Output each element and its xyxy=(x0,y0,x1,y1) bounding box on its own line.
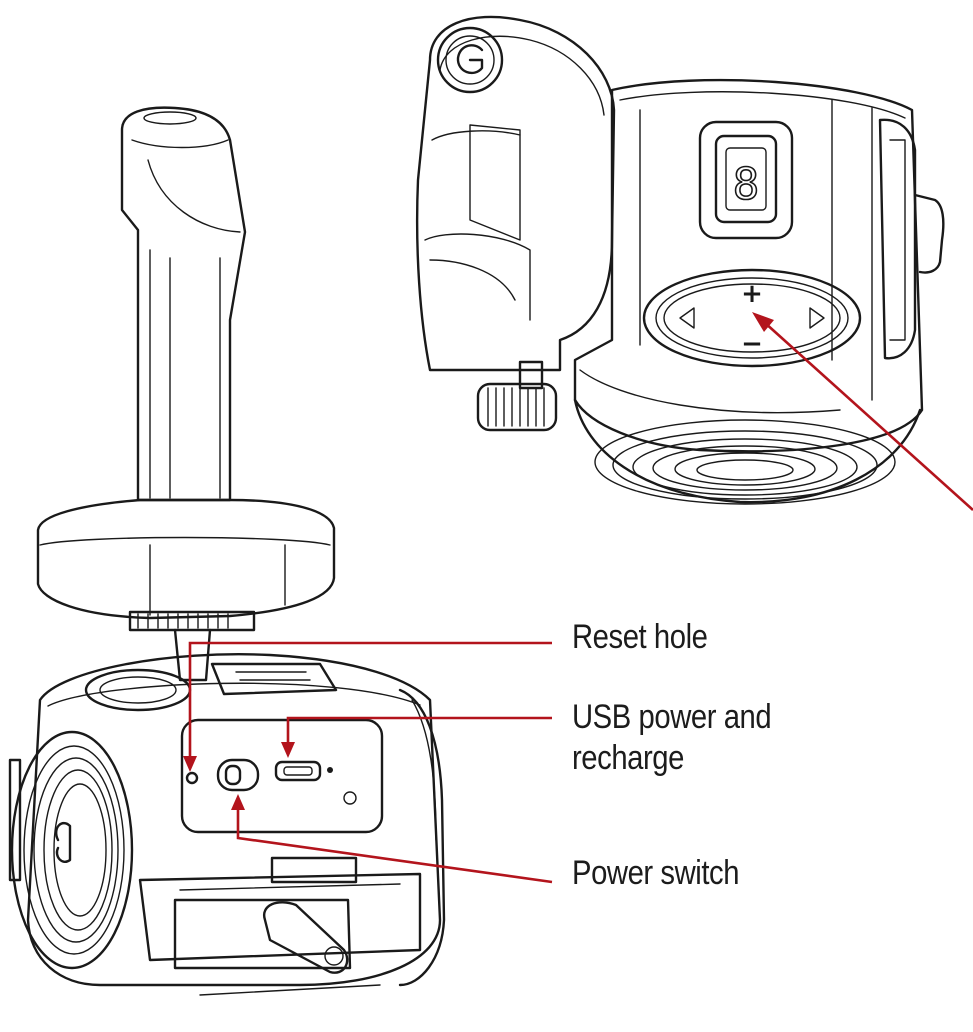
minus-button[interactable]: − xyxy=(741,329,763,359)
callout-usb xyxy=(286,716,552,748)
g-logo-icon xyxy=(436,26,504,94)
label-reset-hole-text: Reset hole xyxy=(572,618,708,656)
seven-segment-display-icon: 8 xyxy=(698,120,794,240)
knurled-knob xyxy=(476,360,558,432)
usb-port[interactable] xyxy=(274,760,333,782)
display-digit: 8 xyxy=(733,159,760,210)
device-top-view: 8 + − xyxy=(415,15,945,505)
label-power-switch-text: Power switch xyxy=(572,854,740,892)
label-usb-power-line2: recharge xyxy=(572,739,684,777)
callout-buttons xyxy=(763,321,973,511)
callout-lines xyxy=(183,312,973,884)
left-arrow-button-icon[interactable] xyxy=(679,307,695,329)
reset-hole[interactable] xyxy=(185,771,199,785)
callout-reset-hole xyxy=(188,641,552,762)
power-switch[interactable] xyxy=(216,758,260,792)
device-port-view xyxy=(8,653,446,996)
label-power-switch: Power switch xyxy=(572,853,740,894)
button-panel: + − xyxy=(642,268,862,368)
label-reset-hole: Reset hole xyxy=(572,617,708,658)
label-usb-power-line1: USB power and xyxy=(572,698,772,736)
label-usb-power: USB power and recharge xyxy=(572,697,772,779)
plus-button[interactable]: + xyxy=(741,279,763,309)
right-arrow-button-icon[interactable] xyxy=(809,307,825,329)
handle-stand xyxy=(36,106,336,682)
callout-power-switch xyxy=(236,806,553,884)
